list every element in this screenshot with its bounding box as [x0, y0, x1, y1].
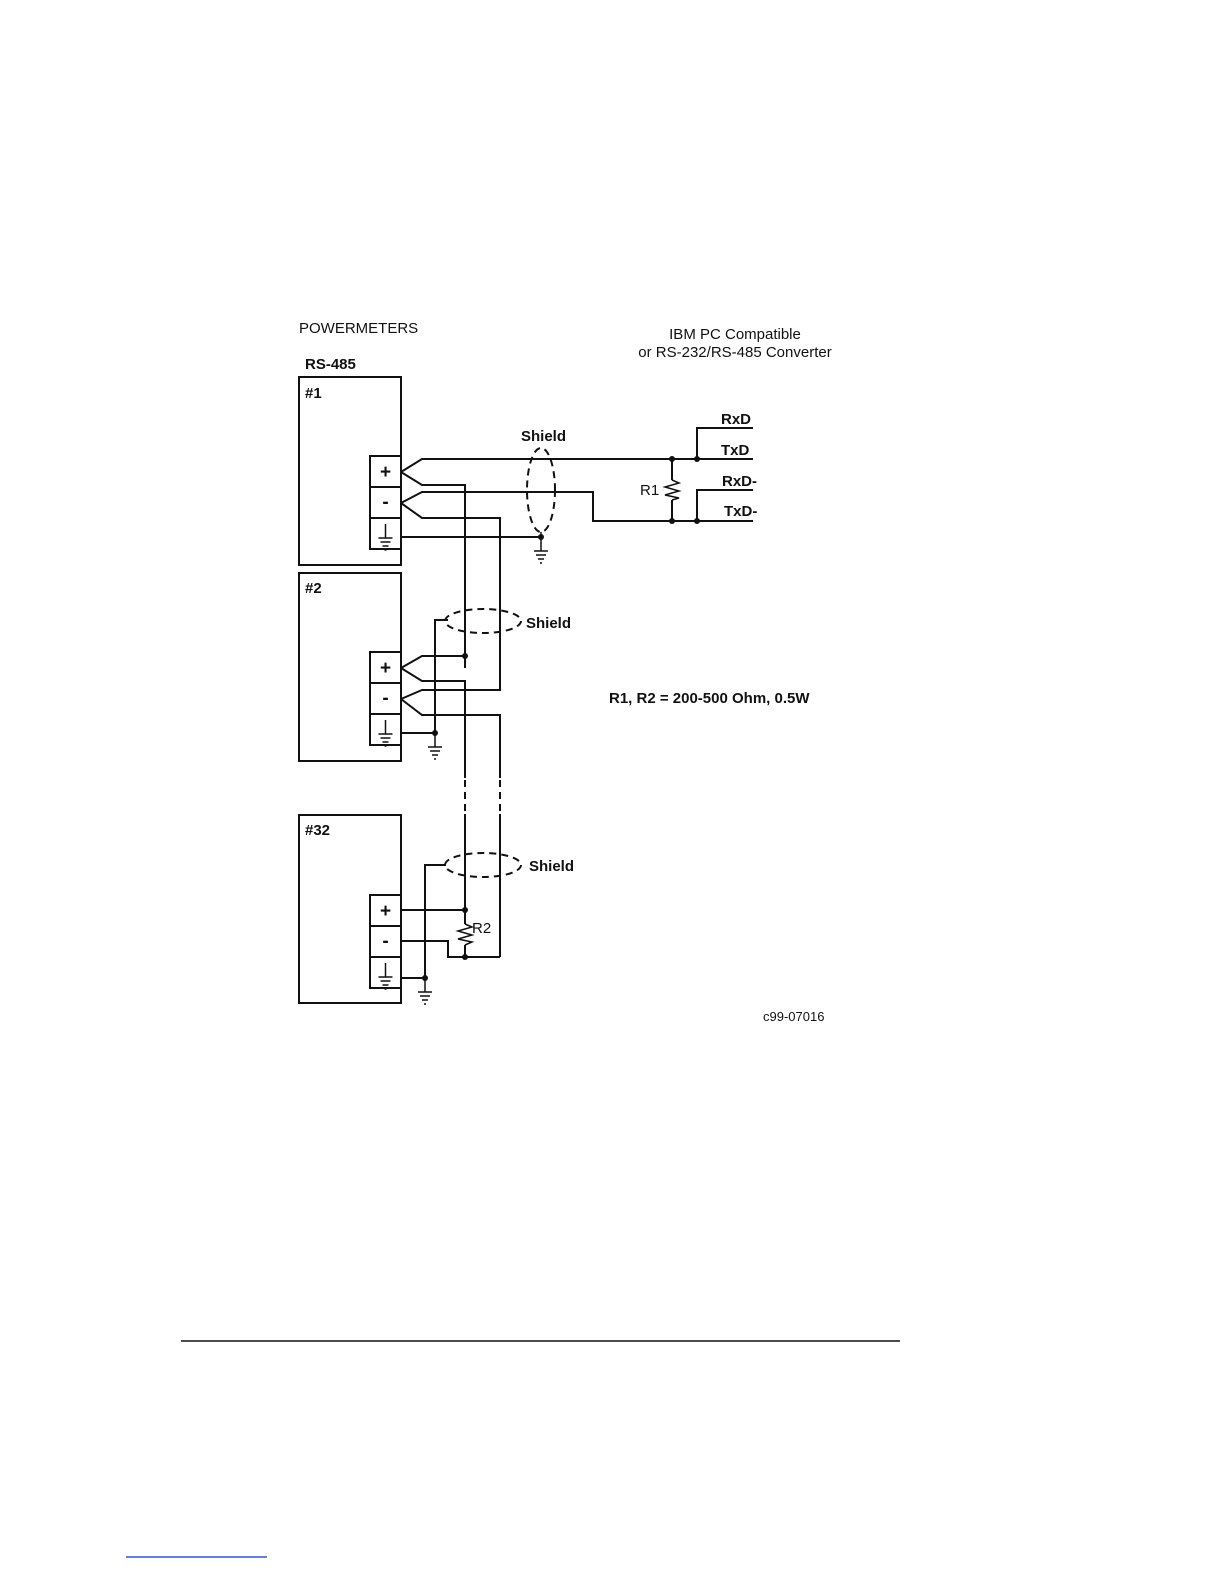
ground-icon [418, 978, 432, 1004]
meter-2-plus-sign: + [380, 658, 391, 679]
figure-id: c99-07016 [763, 1009, 824, 1024]
r2-label: R2 [472, 920, 491, 937]
ground-icon [428, 733, 442, 759]
meter-1: #1 + - [299, 377, 401, 565]
rxd-label: RxD [721, 411, 751, 428]
ground-icon [534, 537, 548, 563]
r1-label: R1 [640, 482, 659, 499]
pc-heading-line2: or RS-232/RS-485 Converter [638, 344, 831, 361]
ground-icon [379, 963, 393, 989]
shield-1-ellipse [527, 448, 555, 532]
meter-1-minus-sign: - [382, 492, 388, 513]
pc-heading-line1: IBM PC Compatible [669, 326, 801, 343]
meter-32-plus-sign: + [380, 901, 391, 922]
ground-icon [379, 524, 393, 550]
resistor-icon [458, 924, 472, 945]
txd-minus-label: TxD- [724, 503, 757, 520]
meter-1-plus-sign: + [380, 462, 391, 483]
meter-32: #32 + - [299, 815, 401, 1003]
shield-2-label: Shield [526, 615, 571, 632]
meter-2: #2 + - [299, 573, 401, 761]
shield-3-ellipse [445, 853, 521, 877]
resistor-spec-note: R1, R2 = 200-500 Ohm, 0.5W [609, 690, 810, 707]
txd-label: TxD [721, 442, 750, 459]
shield-3-label: Shield [529, 858, 574, 875]
rs485-subheading: RS-485 [305, 356, 356, 373]
meter-2-label: #2 [305, 580, 322, 597]
meter-2-minus-sign: - [382, 688, 388, 709]
resistor-icon [665, 480, 679, 500]
shield-1-label: Shield [521, 428, 566, 445]
shield-2-ellipse [445, 609, 521, 633]
meter-32-minus-sign: - [382, 931, 388, 952]
powermeters-heading: POWERMETERS [299, 320, 418, 337]
meter-32-label: #32 [305, 822, 330, 839]
ground-icon [379, 720, 393, 746]
meter-1-label: #1 [305, 385, 322, 402]
junction-dots [422, 456, 700, 981]
rxd-minus-label: RxD- [722, 473, 757, 490]
